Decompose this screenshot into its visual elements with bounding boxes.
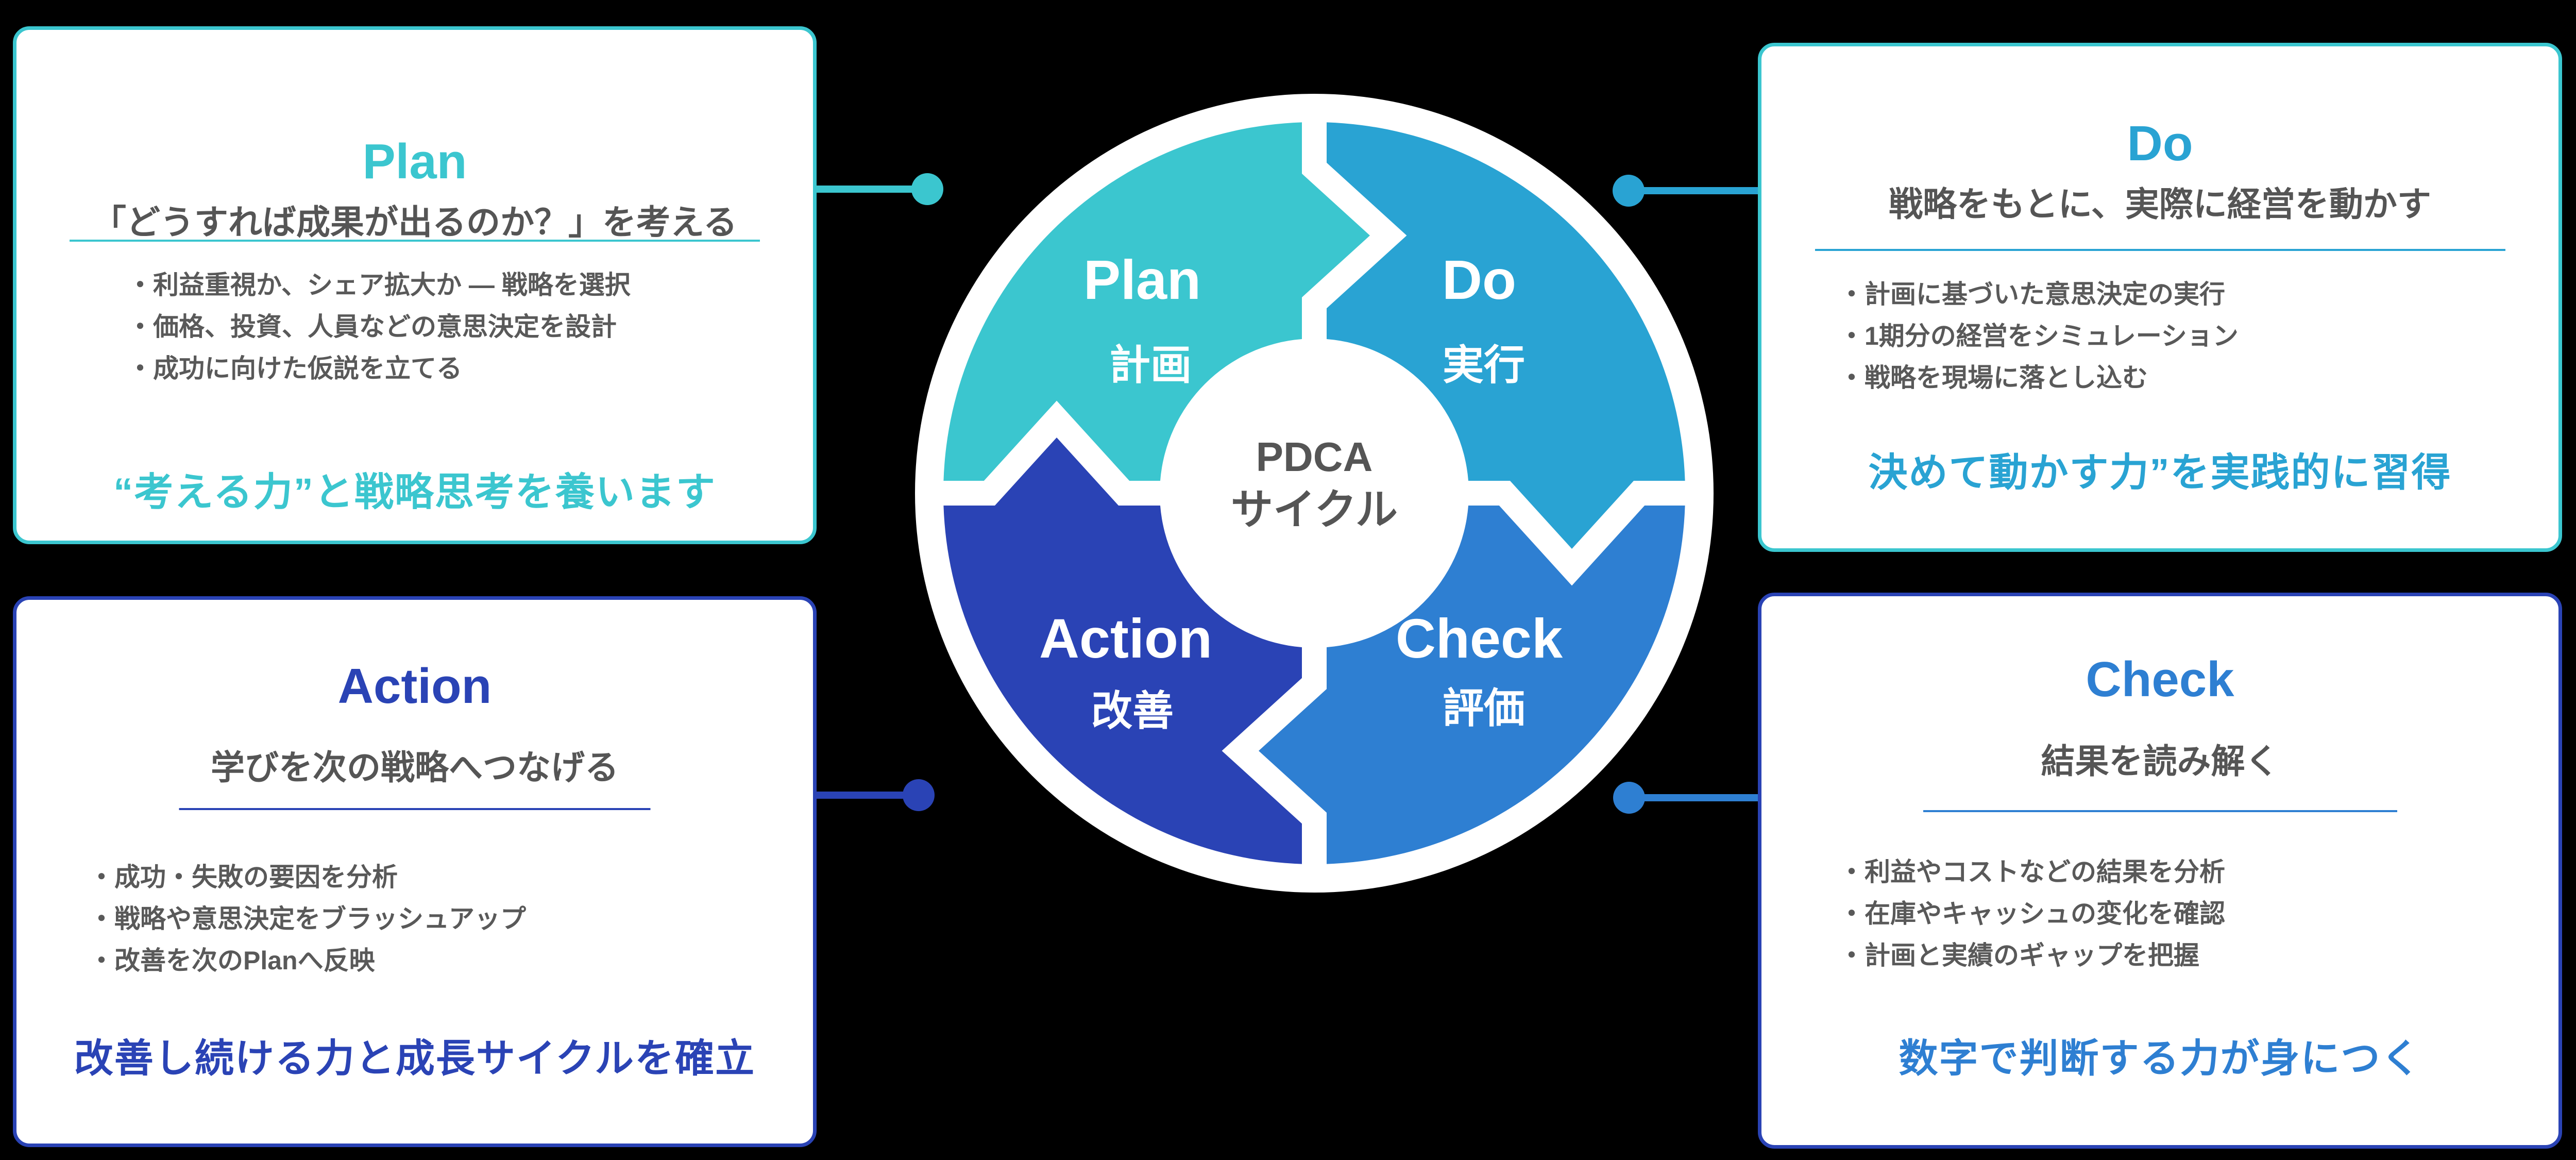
do-connector-line xyxy=(1629,187,1758,194)
wheel-do-label: Do xyxy=(1442,248,1516,311)
check-connector-dot xyxy=(1613,782,1645,814)
bullet-item: ・1期分の経営をシミュレーション xyxy=(1839,322,2239,350)
bullet-item: ・在庫やキャッシュの変化を確認 xyxy=(1839,899,2225,928)
bullet-item: ・価格、投資、人員などの意思決定を設計 xyxy=(127,312,617,341)
bullet-item: ・計画と実績のギャップを把握 xyxy=(1839,941,2199,970)
bullet-item: ・利益重視か、シェア拡大か — 戦略を選択 xyxy=(127,271,631,299)
plan-card-bullets: ・利益重視か、シェア拡大か — 戦略を選択 ・価格、投資、人員などの意思決定を設… xyxy=(127,272,631,381)
action-card-subtitle: 学びを次の戦略へつなげる xyxy=(211,748,619,786)
plan-connector-dot xyxy=(911,173,943,205)
check-card-title: Check xyxy=(2086,652,2234,707)
wheel-do-sublabel: 実行 xyxy=(1443,342,1525,388)
bullet-item: ・成功・失敗の要因を分析 xyxy=(89,863,398,892)
check-card-highlight: 数字で判断する力が身につく xyxy=(1899,1037,2421,1081)
wheel-plan-label: Plan xyxy=(1083,248,1201,311)
bullet-item: ・戦略や意思決定をブラッシュアップ xyxy=(89,904,526,933)
bullet-item: ・利益やコストなどの結果を分析 xyxy=(1839,858,2225,886)
plan-card-subtitle: 「どうすれば成果が出るのか？」を考える xyxy=(92,203,738,241)
bullet-item: ・改善を次のPlanへ反映 xyxy=(89,946,375,975)
check-connector-line xyxy=(1629,794,1758,801)
action-connector-dot xyxy=(903,779,935,811)
plan-card-highlight: “考える力”と戦略思考を養います xyxy=(113,470,716,514)
bullet-item: ・戦略を現場に落とし込む xyxy=(1839,363,2148,392)
plan-card-divider xyxy=(70,240,760,242)
wheel-center-title-line2: サイクル xyxy=(1231,486,1398,533)
do-card-subtitle: 戦略をもとに、実際に経営を動かす xyxy=(1889,185,2431,223)
action-card: Action 学びを次の戦略へつなげる ・成功・失敗の要因を分析 ・戦略や意思決… xyxy=(13,596,817,1147)
check-card-divider xyxy=(1923,810,2397,812)
action-card-bullets: ・成功・失敗の要因を分析 ・戦略や意思決定をブラッシュアップ ・改善を次のPla… xyxy=(89,864,526,973)
check-card: Check 結果を読み解く ・利益やコストなどの結果を分析 ・在庫やキャッシュの… xyxy=(1758,593,2562,1149)
action-card-divider xyxy=(179,808,651,810)
do-card-divider xyxy=(1815,249,2505,251)
do-card-bullets: ・計画に基づいた意思決定の実行 ・1期分の経営をシミュレーション ・戦略を現場に… xyxy=(1839,281,2239,391)
plan-connector-line xyxy=(817,186,927,193)
wheel-center-title-line1: PDCA xyxy=(1256,434,1373,480)
action-connector-line xyxy=(817,792,919,799)
action-card-highlight: 改善し続ける力と成長サイクルを確立 xyxy=(74,1037,756,1081)
wheel-plan-sublabel: 計画 xyxy=(1109,342,1192,388)
pdca-wheel: Plan 計画 Do 実行 Check 評価 Action 改善 PDCA サイ… xyxy=(915,94,1714,893)
do-card-title: Do xyxy=(2127,116,2193,171)
wheel-action-sublabel: 改善 xyxy=(1091,688,1174,734)
bullet-item: ・計画に基づいた意思決定の実行 xyxy=(1839,280,2225,309)
wheel-check-sublabel: 評価 xyxy=(1443,685,1525,731)
bullet-item: ・成功に向けた仮説を立てる xyxy=(127,354,462,383)
wheel-check-label: Check xyxy=(1396,607,1563,669)
action-card-title: Action xyxy=(337,659,492,714)
do-connector-dot xyxy=(1613,175,1645,207)
check-card-subtitle: 結果を読み解く xyxy=(2041,742,2279,780)
wheel-action-label: Action xyxy=(1039,607,1212,669)
plan-card-title: Plan xyxy=(362,134,467,189)
do-card: Do 戦略をもとに、実際に経営を動かす ・計画に基づいた意思決定の実行 ・1期分… xyxy=(1758,43,2562,552)
plan-card: Plan 「どうすれば成果が出るのか？」を考える ・利益重視か、シェア拡大か —… xyxy=(13,26,817,544)
check-card-bullets: ・利益やコストなどの結果を分析 ・在庫やキャッシュの変化を確認 ・計画と実績のギ… xyxy=(1839,859,2225,968)
do-card-highlight: 決めて動かす力”を実践的に習得 xyxy=(1868,451,2452,495)
